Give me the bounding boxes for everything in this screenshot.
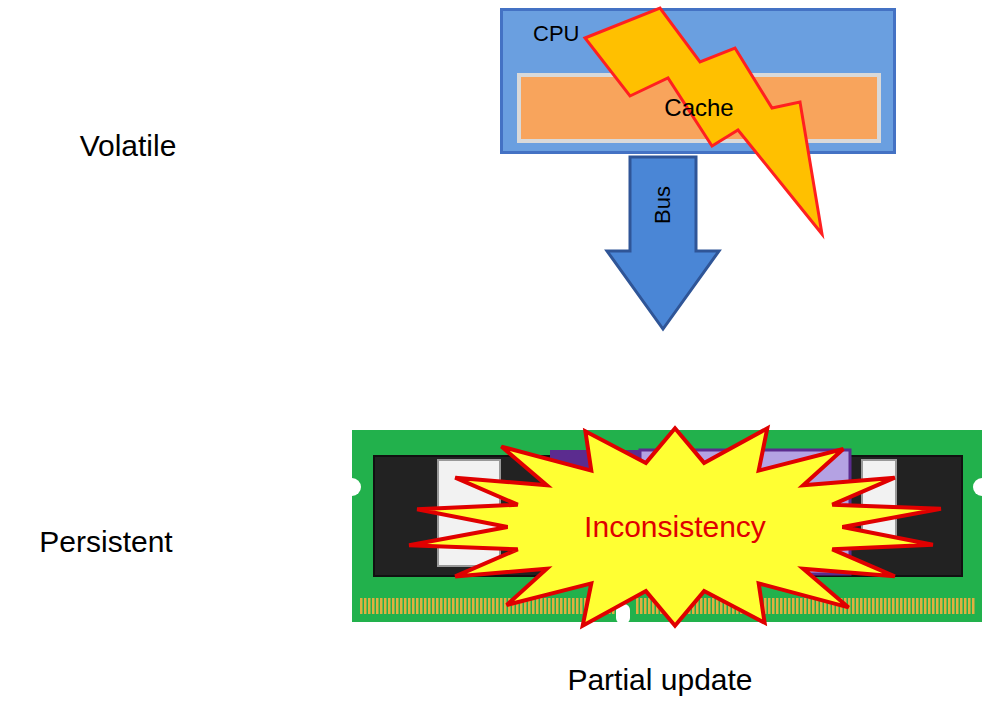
node-label: Inconsistency bbox=[584, 510, 766, 544]
side-label: Volatile bbox=[80, 129, 177, 163]
side-label: Partial update bbox=[567, 663, 752, 697]
side-label: Persistent bbox=[39, 525, 172, 559]
bus-arrow: Bus bbox=[605, 155, 721, 331]
inconsistency-burst: Inconsistency bbox=[405, 422, 945, 632]
node-label: Bus bbox=[650, 186, 676, 224]
node-label: CPU bbox=[533, 21, 579, 47]
board-notch bbox=[343, 478, 361, 496]
board-notch bbox=[973, 478, 982, 496]
arrow-outline bbox=[605, 155, 721, 331]
node-label: Cache bbox=[664, 94, 733, 122]
